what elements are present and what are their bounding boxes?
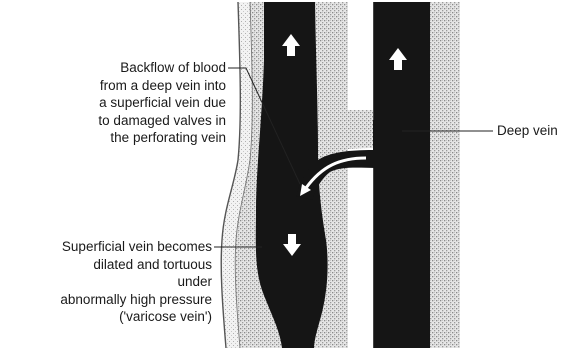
backflow-label-line: Backflow of blood (30, 59, 226, 77)
deep-vein-label-text: Deep vein (497, 122, 558, 140)
backflow-label-line: from a deep vein into (30, 77, 226, 95)
backflow-label-line: the perforating vein (30, 129, 226, 147)
backflow-label-line: to damaged valves in (30, 112, 226, 130)
superficial-label-line: under (0, 273, 212, 291)
backflow-label: Backflow of blood from a deep vein into … (30, 59, 226, 147)
superficial-label-line: dilated and tortuous (0, 256, 212, 274)
superficial-label-line: abnormally high pressure (0, 291, 212, 309)
deep-vein-label: Deep vein (497, 122, 558, 140)
deep-tissue (430, 2, 460, 348)
superficial-label-line: Superficial vein becomes (0, 238, 212, 256)
backflow-label-line: a superficial vein due (30, 94, 226, 112)
superficial-label-line: ('varicose vein') (0, 308, 212, 326)
superficial-vein-label: Superficial vein becomes dilated and tor… (0, 238, 212, 326)
